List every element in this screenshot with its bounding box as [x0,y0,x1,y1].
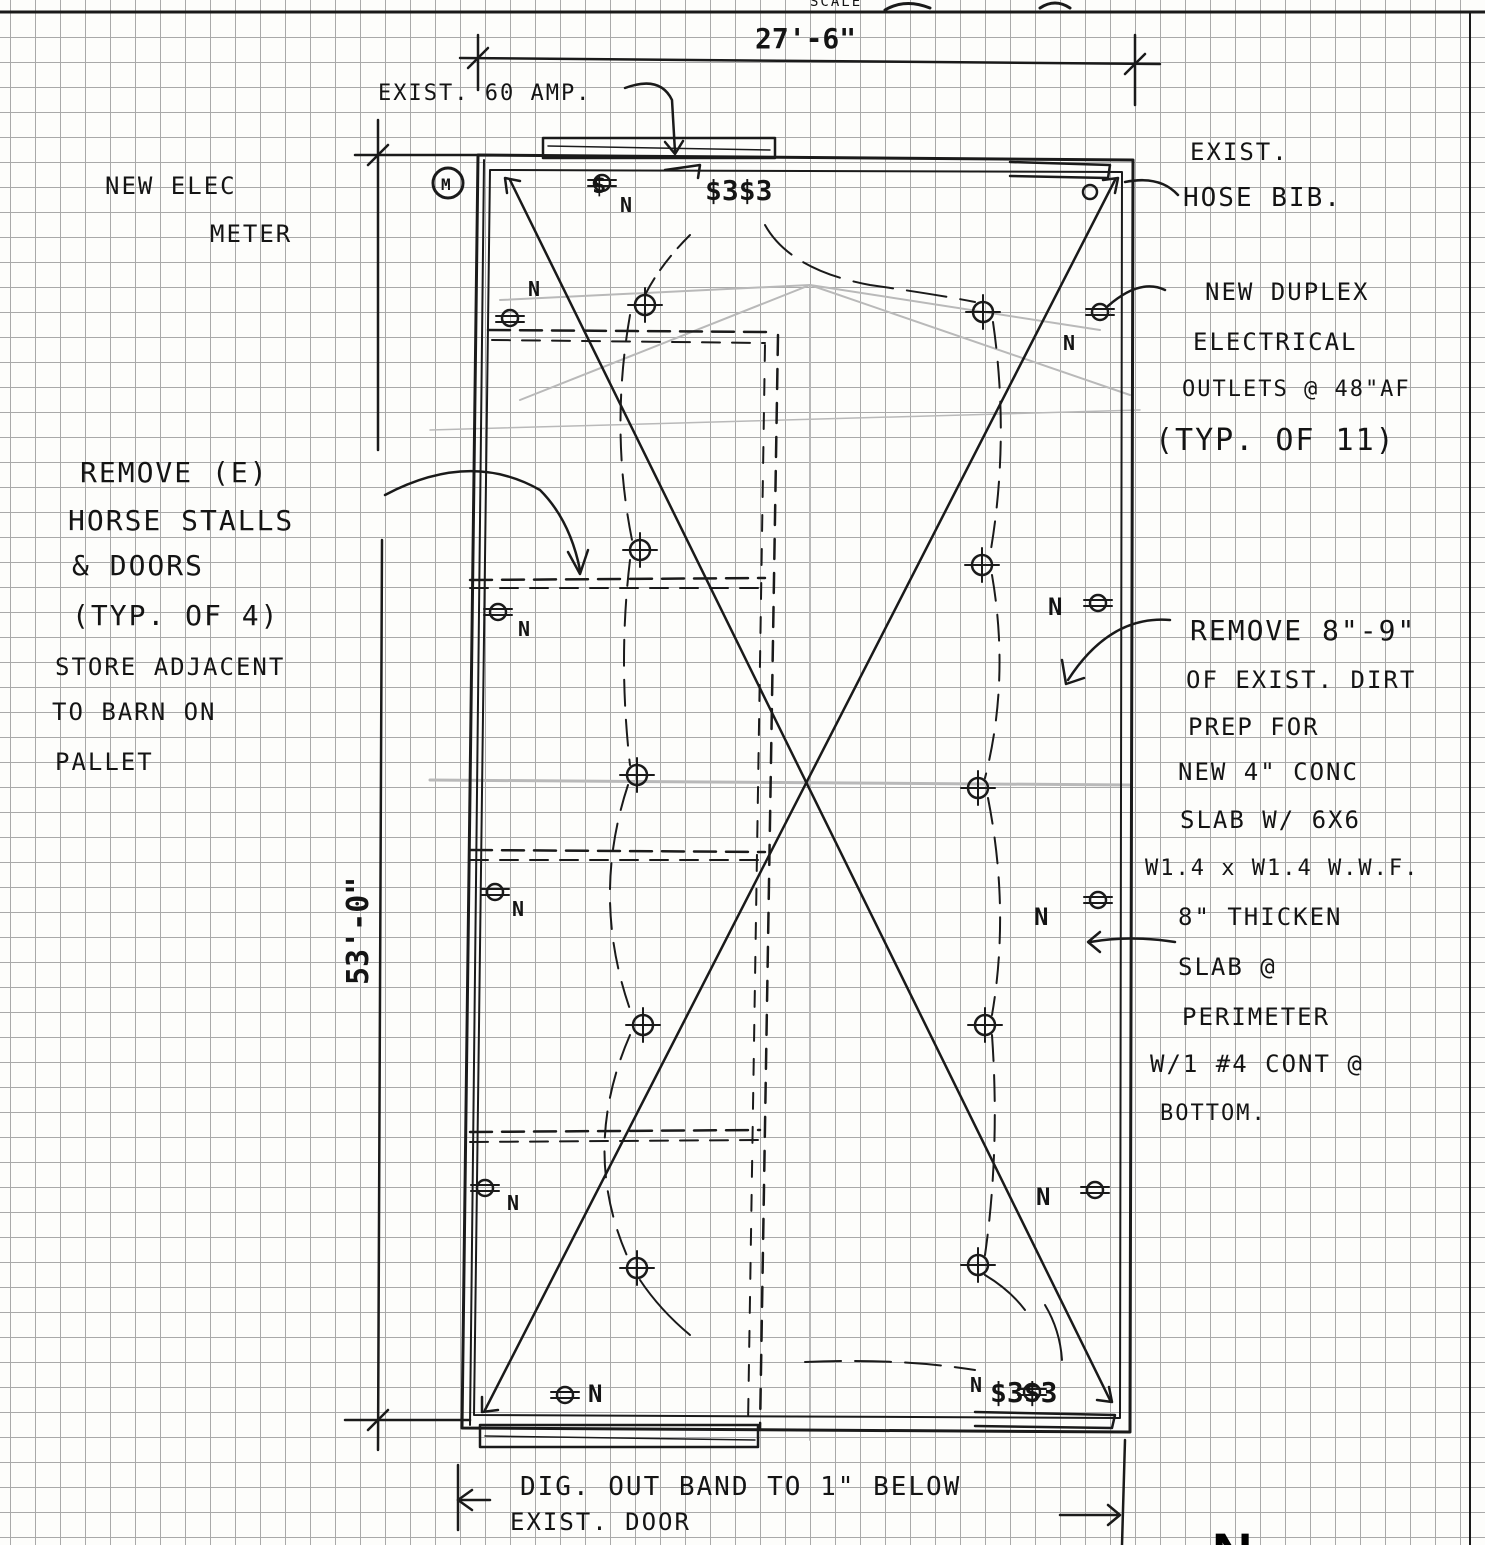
new-tag: N [620,193,632,217]
meter-symbol: M [441,175,451,194]
new-tags: N N N N N N N N N N N [507,193,1075,1408]
scale-label: SCALE [810,0,862,10]
existing-panel: EXIST. 60 AMP. [378,81,702,180]
dig-out-line-1: DIG. OUT BAND TO 1" BELOW [520,1472,961,1502]
remove-stalls-line-3: & DOORS [72,549,204,582]
slab-note-line-3: PREP FOR [1188,713,1320,741]
remove-stalls-line-4: (TYP. OF 4) [72,599,279,632]
duplex-note-line-3: OUTLETS @ 48"AF [1182,377,1411,402]
duplex-outlet-icon [480,882,510,902]
pencil-roof-lines [428,284,1141,1441]
new-tag: N [507,1191,519,1215]
light-fixture-icon [622,532,658,568]
circuit-wiring [603,224,1063,1371]
width-dimension-label: 27'-6" [755,22,856,55]
duplex-outlet-icon [483,602,513,622]
light-fixture-icon [960,770,996,806]
new-tag: N [512,897,524,921]
remove-stalls-line-1: REMOVE (E) [80,456,269,489]
slab-note-line-9: PERIMETER [1182,1003,1330,1031]
duplex-note-line-1: NEW DUPLEX [1205,278,1370,306]
duplex-note-line-2: ELECTRICAL [1193,328,1358,356]
slab-note-line-7: 8" THICKEN [1178,903,1343,931]
remove-stalls-line-7: PALLET [55,748,154,776]
meter-label: METER [210,220,292,248]
north-label: N [1212,1521,1252,1545]
new-tag: N [970,1373,982,1397]
light-fixture-icon [625,1007,661,1043]
duplex-note-line-4: (TYP. OF 11) [1155,423,1396,458]
slab-x-lines [480,176,1120,1414]
slab-note-line-2: OF EXIST. DIRT [1186,666,1416,694]
remove-stalls-note: REMOVE (E) HORSE STALLS & DOORS (TYP. OF… [52,456,590,776]
duplex-outlets-note: NEW DUPLEX ELECTRICAL OUTLETS @ 48"AF (T… [1106,278,1411,458]
switch-3way-top: $3$3 [705,174,772,207]
new-tag: N [1036,1183,1050,1211]
dig-out-note: DIG. OUT BAND TO 1" BELOW EXIST. DOOR [456,1438,1127,1545]
slab-note-line-6: W1.4 x W1.4 W.W.F. [1145,856,1419,881]
duplex-outlet-icon [1085,302,1115,322]
slab-note-line-4: NEW 4" CONC [1178,758,1359,786]
dig-out-line-2: EXIST. DOOR [510,1508,691,1536]
light-fixture-icon [619,757,655,793]
existing-door-top [541,136,777,160]
new-tag: N [1034,903,1048,931]
duplex-outlets [470,173,1115,1405]
duplex-outlet-icon [1080,1180,1110,1200]
light-fixture-icon [967,1007,1003,1043]
duplex-outlet-icon [587,173,617,193]
hose-bib-label: HOSE BIB. [1183,183,1342,213]
hose-bib: EXIST. HOSE BIB. [1081,138,1342,213]
switches: $3$3 $3$3 $ [592,171,1057,1409]
remove-stalls-line-5: STORE ADJACENT [55,653,285,681]
barn-outline [460,153,1135,1434]
duplex-outlet-icon [495,308,525,328]
new-tag: N [1063,331,1075,355]
slab-note-line-8: SLAB @ [1178,953,1277,981]
existing-door-right-top [1008,160,1112,180]
slab-note-line-10: W/1 #4 CONT @ [1150,1050,1364,1078]
exist-60amp-label: EXIST. 60 AMP. [378,81,591,106]
exist-label: EXIST. [1190,138,1289,166]
new-tag: N [1048,593,1062,621]
slab-note-line-1: REMOVE 8"-9" [1190,614,1416,647]
slab-note-line-5: SLAB W/ 6X6 [1180,806,1361,834]
light-fixture-icon [960,1247,996,1283]
light-fixture-icon [965,294,1001,330]
length-dimension: 53'-0" [341,118,482,1452]
duplex-outlet-icon [1017,1382,1047,1402]
remove-stalls-line-6: TO BARN ON [52,698,217,726]
duplex-outlet-icon [550,1385,580,1405]
duplex-outlet-icon [1083,593,1113,613]
light-fixtures [619,287,1003,1286]
new-tag: N [518,617,530,641]
existing-door-bottom [478,1410,1117,1449]
length-dimension-label: 53'-0" [341,877,376,985]
slab-note-line-11: BOTTOM. [1160,1101,1267,1126]
elec-meter: M NEW ELEC METER [105,166,465,248]
slab-note: REMOVE 8"-9" OF EXIST. DIRT PREP FOR NEW… [1060,614,1419,1126]
duplex-outlet-icon [1083,890,1113,910]
new-tag: N [588,1380,602,1408]
duplex-outlet-icon [470,1178,500,1198]
horse-stalls [468,328,780,1432]
new-tag: N [528,277,540,301]
light-fixture-icon [619,1250,655,1286]
north-arrow: N [1212,1521,1252,1545]
switch-3way-bottom: $3$3 [990,1376,1057,1409]
width-dimension: 27'-6" [458,22,1162,107]
remove-stalls-line-2: HORSE STALLS [68,504,294,537]
new-elec-label: NEW ELEC [105,172,237,200]
light-fixture-icon [964,547,1000,583]
switch-single: $ [592,171,606,199]
